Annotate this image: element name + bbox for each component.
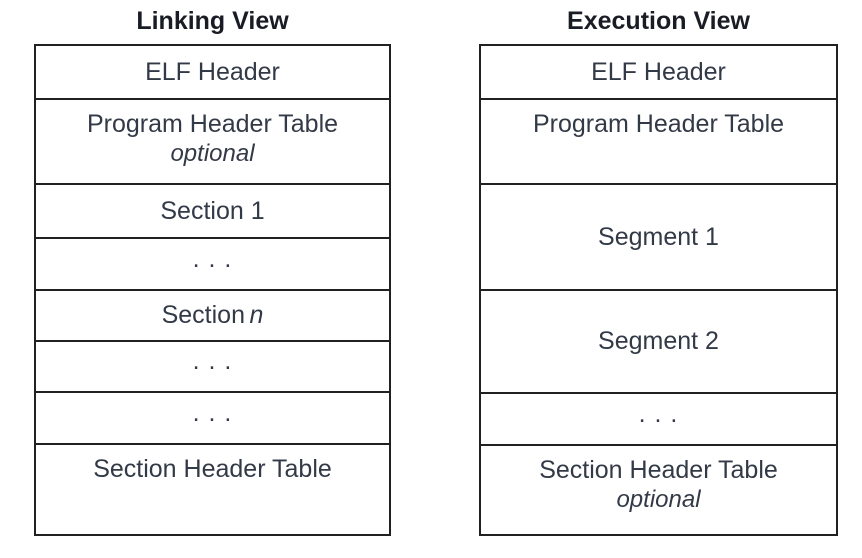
- linking-view-title: Linking View: [136, 7, 289, 35]
- row-sublabel: optional: [616, 486, 701, 513]
- row-label: . . .: [192, 398, 233, 427]
- row-dots-3: . . .: [36, 393, 389, 445]
- row-label: Section 1: [160, 196, 265, 225]
- row-elf-header: ELF Header: [481, 46, 836, 100]
- row-segment-1: Segment 1: [481, 185, 836, 291]
- row-label: . . .: [638, 399, 679, 428]
- row-label: ELF Header: [145, 57, 280, 86]
- row-sublabel: optional: [170, 140, 255, 167]
- row-label: . . .: [192, 347, 233, 375]
- row-label: Segment 1: [598, 222, 719, 251]
- row-dots-2: . . .: [36, 342, 389, 393]
- row-label: . . .: [192, 244, 233, 273]
- row-segment-2: Segment 2: [481, 291, 836, 394]
- row-label: Section Header Table: [539, 456, 778, 484]
- row-label: Program Header Table: [86, 110, 339, 138]
- row-label-italic-suffix: n: [249, 301, 264, 329]
- row-dots-1: . . .: [481, 394, 836, 446]
- row-dots-1: . . .: [36, 239, 389, 291]
- row-elf-header: ELF Header: [36, 46, 389, 100]
- row-label: Section Header Table: [93, 455, 332, 483]
- row-label: ELF Header: [591, 57, 726, 86]
- row-section-1: Section 1: [36, 185, 389, 239]
- execution-view-title: Execution View: [567, 7, 750, 35]
- row-label: Program Header Table: [532, 110, 785, 138]
- row-label: Segment 2: [598, 327, 719, 355]
- row-program-header-table: Program Header Table: [481, 100, 836, 185]
- row-section-header-table: Section Header Table: [36, 445, 389, 534]
